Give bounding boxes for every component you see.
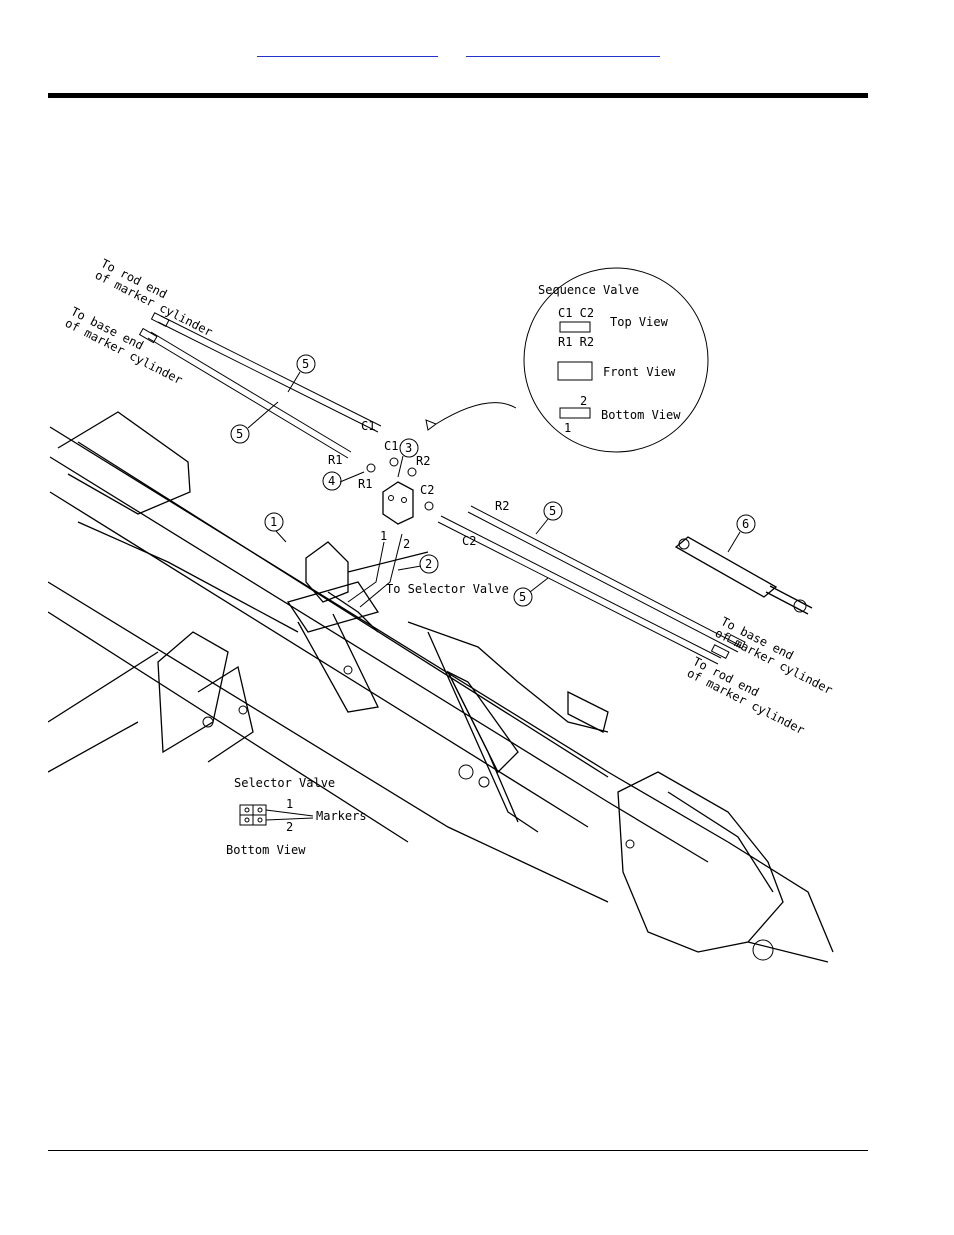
inset-top-ports: C1 C2 — [558, 306, 594, 320]
selector-title: Selector Valve — [234, 776, 335, 790]
inset-bottom-ports: R1 R2 — [558, 335, 594, 349]
selector-markers: Markers — [316, 809, 367, 823]
callout-5: 5 — [302, 357, 309, 371]
selector-port-2: 2 — [403, 537, 410, 551]
port-labels: C1 R1 C1 R1 R2 C2 R2 C2 1 2 — [328, 419, 509, 551]
callout-3: 3 — [405, 441, 412, 455]
selector-valve-legend: Selector Valve 1 2 Markers Bottom View — [226, 776, 367, 857]
callout-5: 5 — [236, 427, 243, 441]
inset-top-shape — [559, 321, 591, 333]
port-c2-right: C2 — [462, 534, 476, 548]
port-c1-left: C1 — [361, 419, 375, 433]
hoses — [138, 312, 746, 665]
port-r1-mid: R1 — [358, 477, 372, 491]
note-to-selector-valve: To Selector Valve — [386, 582, 509, 596]
header-link-1[interactable] — [257, 38, 438, 57]
inset-bottom-shape — [559, 407, 591, 419]
selector-port-1: 1 — [380, 529, 387, 543]
selector-bottom-view: Bottom View — [226, 843, 306, 857]
selector-port-2-label: 2 — [286, 820, 293, 834]
callout-6: 6 — [742, 517, 749, 531]
inset-port-2: 2 — [580, 394, 587, 408]
inset-top-view: Top View — [610, 315, 669, 329]
sequence-valve-inset — [523, 267, 709, 453]
header-link-2[interactable] — [466, 38, 660, 57]
port-r2-mid: R2 — [416, 454, 430, 468]
callout-1: 1 — [270, 515, 277, 529]
selector-port-1-label: 1 — [286, 797, 293, 811]
inset-port-1: 1 — [564, 421, 571, 435]
inset-arrow — [425, 402, 517, 431]
port-r1-left: R1 — [328, 453, 342, 467]
marker-cylinder — [674, 536, 813, 615]
footer-rule — [48, 1150, 868, 1151]
callouts: 5 5 3 4 1 2 5 5 6 — [230, 354, 756, 607]
header-rule — [48, 93, 868, 98]
sequence-valve — [366, 457, 434, 525]
frame-drawing — [48, 411, 834, 963]
inset-title: Sequence Valve — [538, 283, 639, 297]
callout-5: 5 — [519, 590, 526, 604]
port-c1-mid: C1 — [384, 439, 398, 453]
inset-bottom-view: Bottom View — [601, 408, 681, 422]
callout-2: 2 — [425, 557, 432, 571]
callout-4: 4 — [328, 474, 335, 488]
port-c2-mid: C2 — [420, 483, 434, 497]
port-r2-right: R2 — [495, 499, 509, 513]
inset-front-shape — [557, 361, 593, 381]
callout-5: 5 — [549, 504, 556, 518]
inset-front-view: Front View — [603, 365, 676, 379]
hydraulic-marker-diagram: Sequence Valve C1 C2 R1 R2 Top View Fron… — [48, 256, 835, 963]
